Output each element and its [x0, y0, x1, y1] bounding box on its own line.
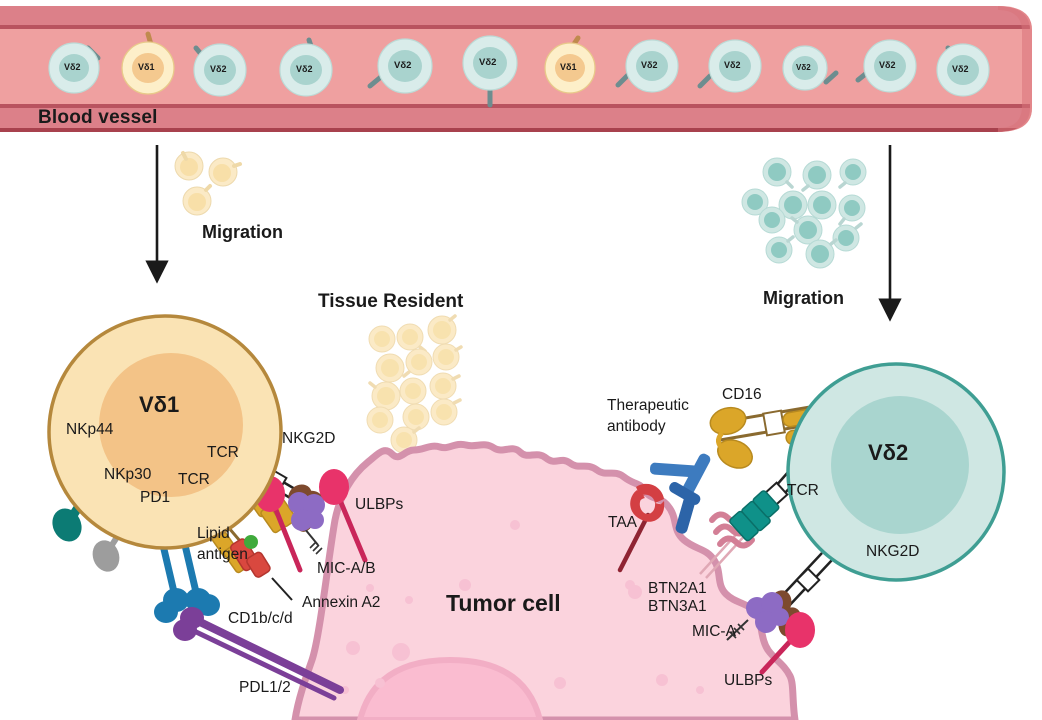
annexin-a2-label: Annexin A2 — [302, 594, 381, 611]
vessel-cell — [279, 37, 333, 97]
vessel-cell-label: Vδ2 — [296, 64, 313, 74]
tissue-resident-cluster — [366, 314, 463, 454]
vessel-cell — [367, 38, 433, 94]
tcr-receptor-right — [729, 462, 807, 542]
vessel-cell — [855, 39, 917, 93]
vessel-cell-label: Vδ1 — [560, 62, 577, 72]
therapeutic-antibody-label-line2: antibody — [607, 418, 666, 435]
vessel-cell-label: Vδ2 — [796, 63, 811, 72]
vessel-cell-label: Vδ2 — [210, 64, 227, 74]
nkg2d-label-left: NKG2D — [282, 430, 336, 447]
taa-label: TAA — [608, 514, 637, 531]
therapeutic-antibody — [649, 453, 711, 534]
ulbps-label-right: ULBPs — [724, 672, 773, 689]
vessel-cell-label: Vδ1 — [138, 62, 155, 72]
pdl12-label: PDL1/2 — [239, 679, 291, 696]
tcr-label-right: TCR — [787, 482, 819, 499]
lipid-antigen-dot — [244, 535, 258, 549]
therapeutic-antibody-label-line1: Therapeutic — [607, 397, 689, 414]
migration-label-right: Migration — [763, 288, 844, 308]
taa-ligand — [617, 483, 665, 573]
pd1-label: PD1 — [140, 489, 171, 506]
mic-ab-ligand — [288, 492, 325, 555]
tissue-resident-label: Tissue Resident — [318, 291, 464, 312]
tcr-label-upper: TCR — [207, 444, 239, 461]
vessel-cell-label: Vδ2 — [879, 60, 896, 70]
tcr-label-lower: TCR — [178, 471, 210, 488]
lipid-antigen-label-line1: Lipid — [197, 525, 230, 542]
vessel-cell — [48, 42, 101, 94]
blood-vessel-label: Blood vessel — [38, 107, 158, 128]
migrating-cells-right — [741, 157, 867, 269]
pdl12-ligand — [173, 607, 344, 701]
vessel-cell-label: Vδ2 — [724, 60, 741, 70]
vd1-cell — [47, 314, 368, 701]
cd1-ligand — [230, 535, 293, 601]
btn-label-line2: BTN3A1 — [648, 598, 707, 615]
vessel-cell — [121, 31, 175, 95]
vessel-cell — [697, 39, 762, 93]
tumor-cell — [291, 440, 799, 720]
vessel-cell-label: Vδ2 — [641, 60, 658, 70]
mic-ab-label: MIC-A/B — [317, 560, 376, 577]
vessel-cell-label: Vδ2 — [394, 60, 412, 71]
vessel-cell-label: Vδ2 — [952, 64, 969, 74]
nkp44-label: NKp44 — [66, 421, 114, 438]
mic-a-ligand — [726, 592, 789, 641]
vessel-cell — [936, 43, 990, 97]
nkg2d-label-right: NKG2D — [866, 543, 920, 560]
vessel-cell-label: Vδ2 — [64, 62, 81, 72]
mic-a-label: MIC-A — [692, 623, 736, 640]
tumor-cell-label: Tumor cell — [446, 590, 561, 616]
vessel-cell-label: Vδ2 — [479, 57, 497, 68]
ulbps-ligand-right — [759, 612, 815, 675]
vd2-cell-label: Vδ2 — [868, 440, 909, 465]
btn-label-line1: BTN2A1 — [648, 580, 707, 597]
vessel-cell — [544, 35, 596, 94]
ulbps-ligand-left — [319, 469, 368, 563]
vessel-cell — [462, 35, 518, 108]
migration-label-left: Migration — [202, 222, 283, 242]
vd2-cell — [617, 362, 1006, 675]
vessel-cell — [782, 45, 839, 91]
vd1-cell-label: Vδ1 — [139, 392, 180, 417]
ulbps-label-left: ULBPs — [355, 496, 404, 513]
vessel-cell — [615, 39, 679, 93]
cd16-label: CD16 — [722, 386, 762, 403]
lipid-antigen-label-line2: antigen — [197, 546, 248, 563]
nkp30-label: NKp30 — [104, 466, 152, 483]
vessel-cell — [193, 43, 247, 97]
vessel-cell-group — [48, 31, 990, 108]
migrating-cells-left — [174, 151, 242, 216]
cd1-label: CD1b/c/d — [228, 610, 293, 627]
